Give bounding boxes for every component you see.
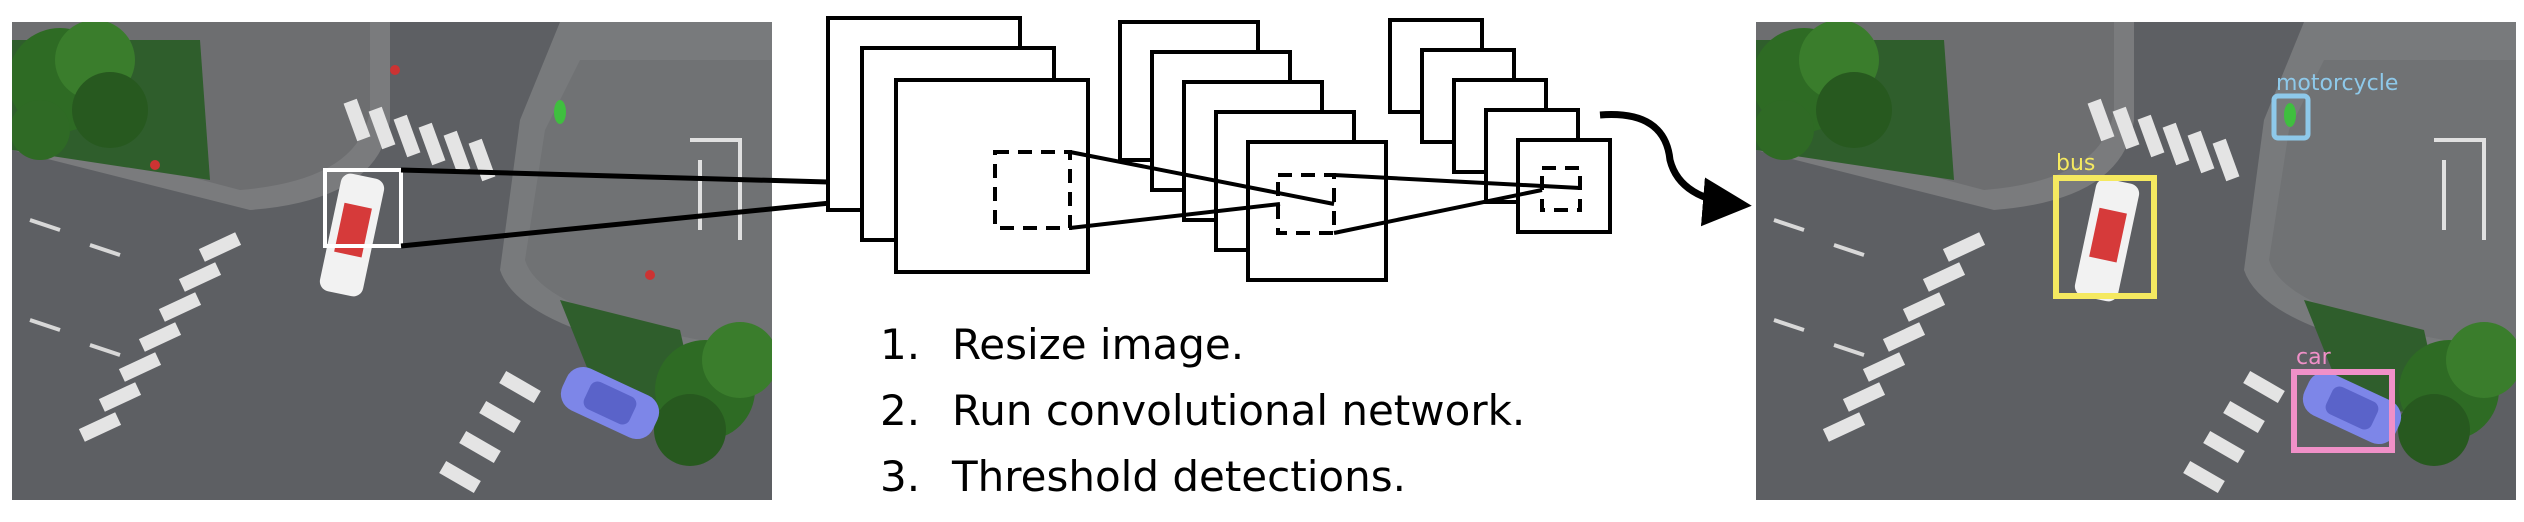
receptive-field-boxes <box>993 150 1582 235</box>
step-number: 3. <box>880 452 921 501</box>
convolutional-network <box>826 16 1612 282</box>
output-arrow <box>1599 111 1752 227</box>
step-number: 2. <box>880 386 921 435</box>
pipeline-steps: 1. Resize image. 2. Run convolutional ne… <box>880 320 1780 518</box>
step-text: Run convolutional network. <box>952 386 1526 435</box>
bus-label: bus <box>2056 151 2095 176</box>
bus-vehicle <box>2074 178 2140 302</box>
tree <box>12 22 148 160</box>
car-label: car <box>2296 345 2332 370</box>
step-text: Resize image. <box>952 320 1245 369</box>
step-text: Threshold detections. <box>952 452 1406 501</box>
step-number: 1. <box>880 320 921 369</box>
step-item: 1. Resize image. <box>880 320 1780 386</box>
detection-motorcycle: motorcycle <box>2271 71 2398 141</box>
tree <box>654 322 772 466</box>
detection-car: car <box>2291 345 2395 453</box>
car-vehicle <box>2302 371 2402 445</box>
step-item: 3. Threshold detections. <box>880 452 1780 518</box>
input-region-box <box>323 168 403 248</box>
car-vehicle <box>560 366 660 440</box>
motorcycle-label: motorcycle <box>2276 71 2398 96</box>
car-bounding-box <box>2291 369 2395 453</box>
feature-stack-1 <box>826 16 1090 274</box>
motorcycle-vehicle <box>554 100 566 124</box>
tree <box>2398 322 2516 466</box>
step-item: 2. Run convolutional network. <box>880 386 1780 452</box>
feature-stack-3 <box>1388 18 1612 234</box>
output-aerial-image <box>1756 22 2516 500</box>
feature-stack-2 <box>1118 20 1388 282</box>
detection-bus: bus <box>2053 151 2157 299</box>
tree <box>1756 22 1892 160</box>
motorcycle-bounding-box <box>2271 93 2311 141</box>
motorcycle-vehicle <box>2284 103 2296 127</box>
bus-vehicle <box>319 173 385 297</box>
input-aerial-image <box>12 22 772 500</box>
bus-bounding-box <box>2053 175 2157 299</box>
connection-lines <box>1069 150 1581 235</box>
